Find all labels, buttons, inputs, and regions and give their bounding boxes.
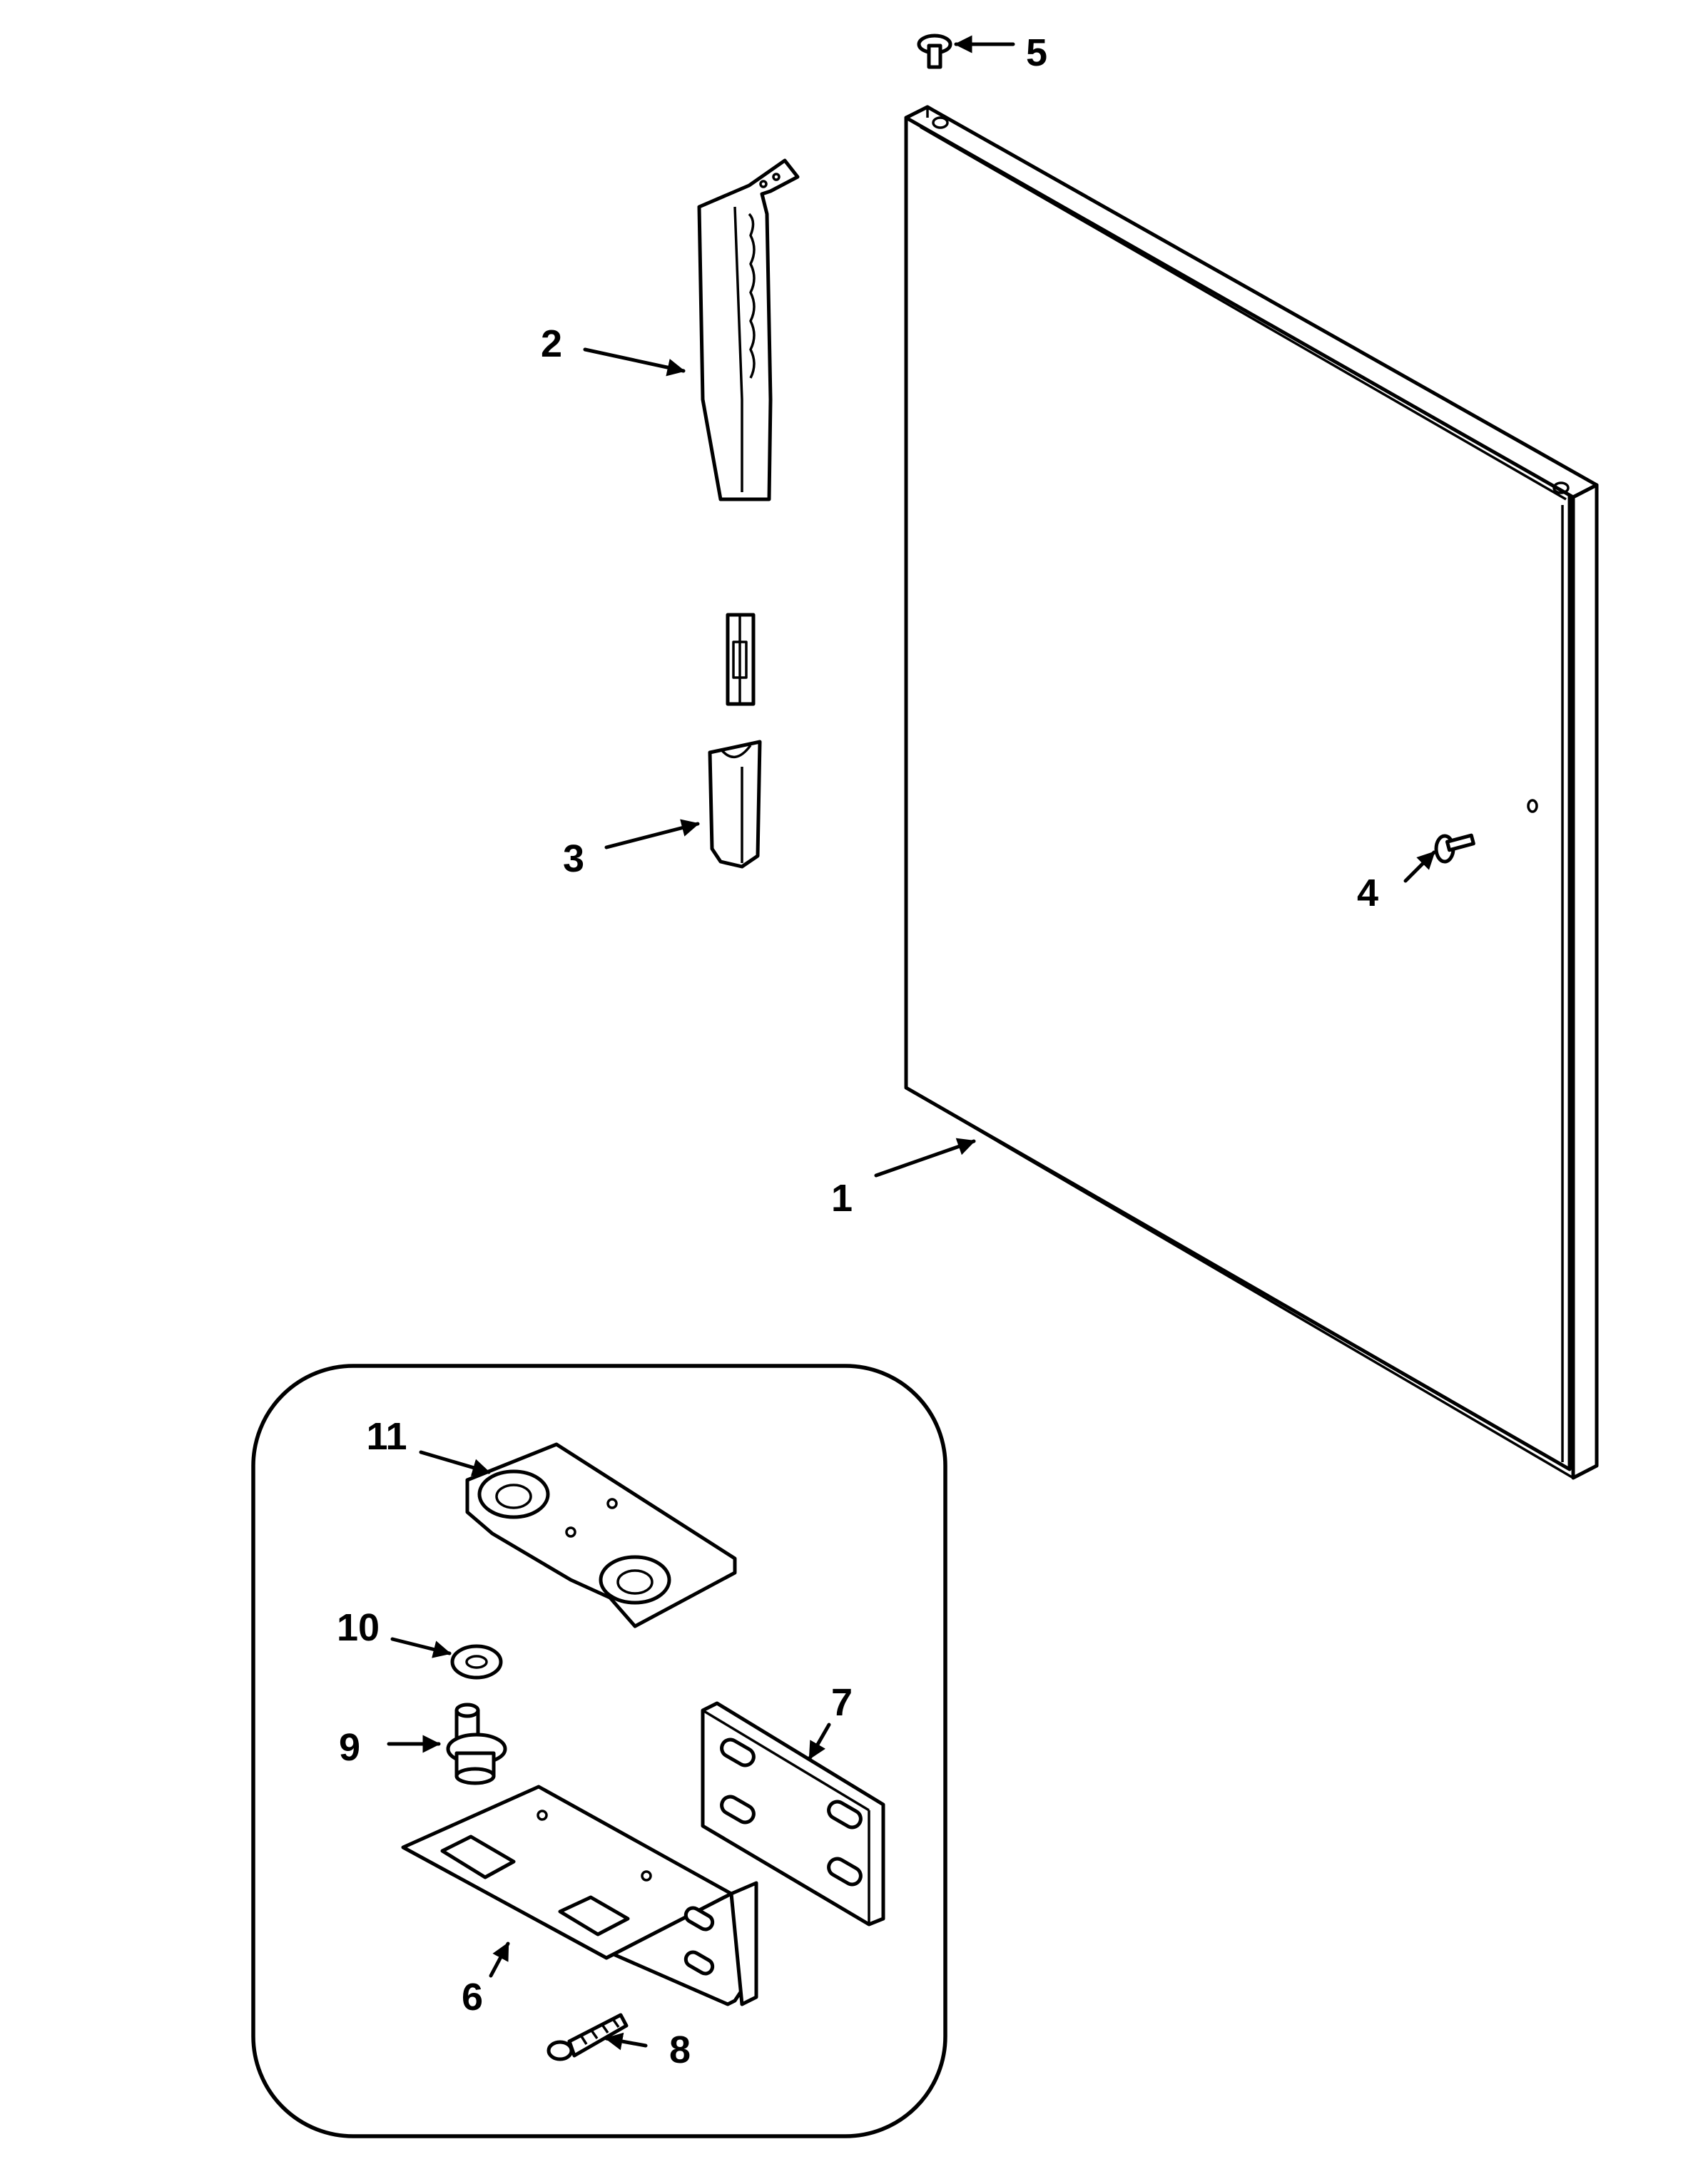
door-side-screw [1434,833,1475,864]
door-handle [697,158,800,706]
lower-hinge-bracket [401,1785,758,2006]
hinge-washer [450,1644,503,1680]
callout-5: 5 [1026,31,1047,74]
callout-10: 10 [337,1606,380,1649]
hinge-screw-top [917,34,952,69]
callout-1: 1 [831,1177,853,1220]
callout-3: 3 [563,837,584,880]
callout-arrows [387,35,1436,2051]
callout-4: 4 [1357,872,1378,914]
door-panel [904,105,1599,1480]
callout-9: 9 [339,1726,360,1769]
hinge-shim-plate [701,1701,885,1927]
callout-7: 7 [831,1681,853,1724]
detail-inset-frame [251,1364,947,2138]
callout-2: 2 [541,322,562,365]
handle-end-cap [708,740,762,869]
callout-8: 8 [669,2029,691,2071]
upper-hinge-plate [465,1442,737,1628]
hinge-mounting-screw [547,2013,629,2061]
callout-11: 11 [366,1415,407,1458]
callout-labels: 5 2 3 4 1 11 10 9 7 6 8 [337,31,1378,2071]
callout-6: 6 [462,1976,483,2019]
hinge-pin [446,1703,507,1785]
